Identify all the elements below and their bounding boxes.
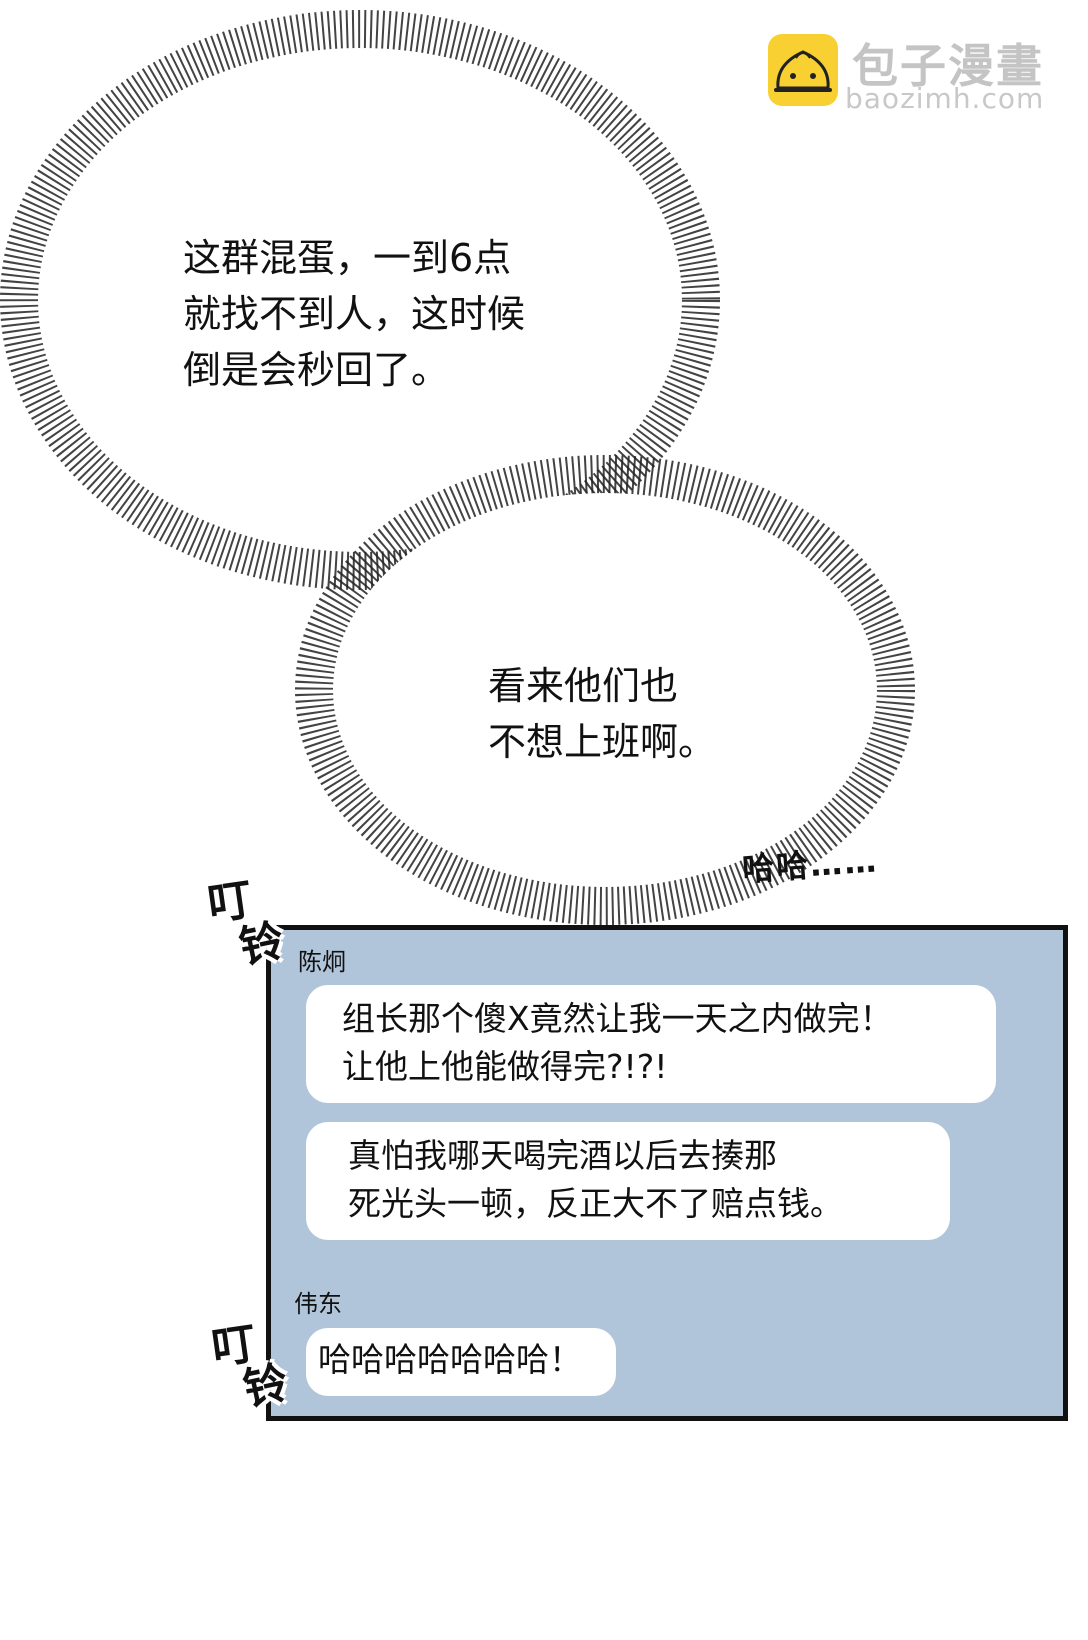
thought-bubble-outlines	[0, 10, 915, 925]
sender-name: 伟东	[294, 1290, 342, 1318]
watermark-logo	[768, 34, 838, 106]
chat-message: 哈哈哈哈哈哈哈！	[306, 1328, 616, 1396]
thought-bubble-large-spikes	[0, 10, 720, 590]
chat-message: 组长那个傻X竟然让我一天之内做完！ 让他上他能做得完?!?!	[306, 985, 996, 1103]
watermark-brand-en: baozimh.com	[845, 82, 1045, 115]
steamed-bun-icon	[774, 50, 832, 92]
laugh-sfx: 哈哈……	[740, 841, 880, 889]
thought-bubble-small-spikes	[295, 455, 915, 925]
watermark-brand-cn: 包子漫畫	[852, 39, 1044, 93]
chat-message: 真怕我哪天喝完酒以后去揍那 死光头一顿，反正大不了赔点钱。	[306, 1122, 950, 1240]
thought-bubble-1-text: 这群混蛋，一到6点 就找不到人，这时候 倒是会秒回了。	[183, 236, 526, 392]
thought-bubble-2-text: 看来他们也 不想上班啊。	[488, 664, 717, 764]
sender-name: 陈炯	[298, 948, 346, 976]
